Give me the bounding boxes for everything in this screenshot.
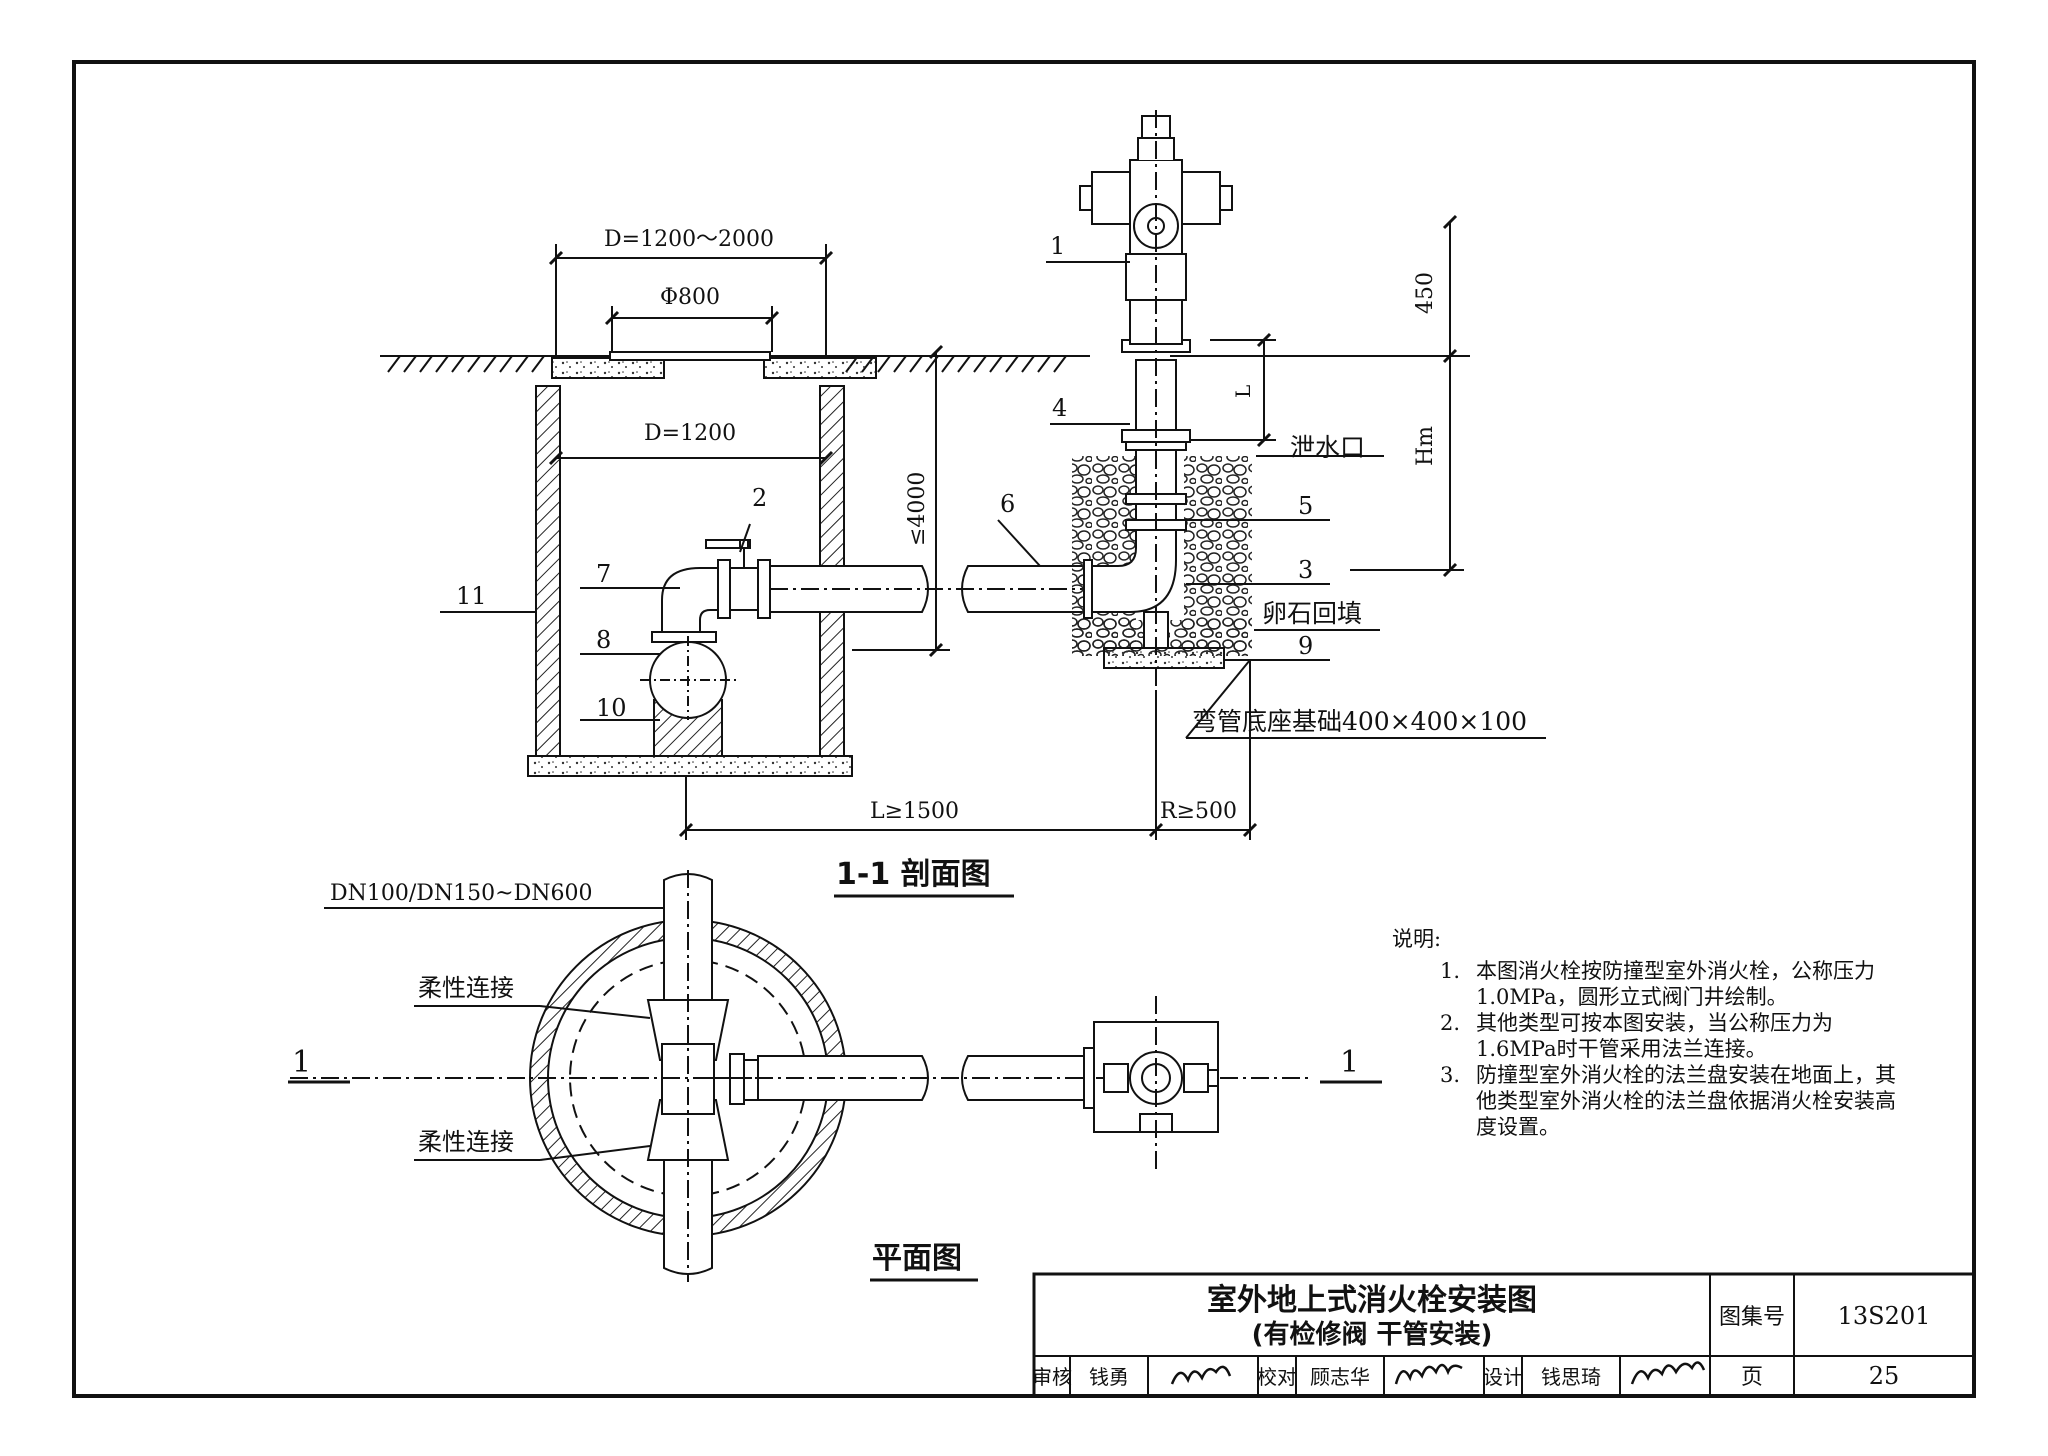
note-item: 1. 本图消火栓按防撞型室外消火栓，公称压力1.0MPa，圆形立式阀门井绘制。 — [1440, 958, 1912, 1010]
review-signature — [1170, 1365, 1232, 1385]
section-mark-left: 1 — [292, 1045, 311, 1080]
dim-radius: R≥500 — [1160, 799, 1237, 824]
note-text: 防撞型室外消火栓的法兰盘安装在地面上，其他类型室外消火栓的法兰盘依据消火栓安装高… — [1476, 1063, 1896, 1139]
leader-lines — [440, 261, 1546, 739]
ground-line — [380, 355, 1470, 373]
callout-5: 5 — [1298, 492, 1313, 520]
dim-max-depth: ≤4000 — [905, 472, 930, 546]
design-signature — [1630, 1361, 1706, 1385]
callout-1: 1 — [1050, 232, 1065, 260]
dim-pipe-length: L≥1500 — [870, 799, 959, 824]
check-signature — [1394, 1363, 1463, 1385]
note-number: 1. — [1440, 959, 1461, 983]
dim-height-above: 450 — [1413, 272, 1438, 314]
dim-l-mark: L — [1231, 385, 1255, 398]
drawing-title: 室外地上式消火栓安装图 — [1207, 1283, 1537, 1318]
dim-cover: Φ800 — [660, 285, 720, 310]
plan-hydrant — [1083, 996, 1219, 1170]
plan-vertical-pipe — [646, 870, 730, 1282]
callout-8: 8 — [596, 626, 611, 654]
notes-panel: 说明: 1. 本图消火栓按防撞型室外消火栓，公称压力1.0MPa，圆形立式阀门井… — [1392, 926, 1912, 1140]
pebble-backfill — [1072, 456, 1252, 669]
note-text: 其他类型可按本图安装，当公称压力为1.6MPa时干管采用法兰连接。 — [1476, 1011, 1833, 1061]
callout-2: 2 — [752, 484, 767, 512]
hydrant-riser — [1079, 110, 1233, 690]
design-name: 钱思琦 — [1541, 1365, 1601, 1389]
section-view: D=1200～2000 Φ800 D=1200 ≤4000 450 Hm L L… — [380, 110, 1546, 898]
main-pipe — [769, 565, 1091, 613]
callout-4: 4 — [1052, 394, 1067, 422]
callout-10: 10 — [596, 694, 627, 722]
label-base: 弯管底座基础400×400×100 — [1192, 707, 1527, 736]
sheet-frame — [72, 60, 1976, 1398]
label-backfill: 卵石回填 — [1262, 599, 1362, 628]
plan-flex-joint-bottom: 柔性连接 — [418, 1128, 514, 1156]
check-label: 校对 — [1257, 1365, 1297, 1389]
plan-flex-joint-top: 柔性连接 — [418, 974, 514, 1002]
title-block — [1032, 1272, 1976, 1398]
check-name: 顾志华 — [1310, 1365, 1370, 1389]
section-mark-right: 1 — [1340, 1045, 1359, 1080]
plan-leaders — [324, 907, 664, 1161]
plan-title: 平面图 — [872, 1241, 962, 1276]
callout-3: 3 — [1298, 556, 1313, 584]
gate-valve-assembly — [640, 539, 771, 720]
callout-9: 9 — [1298, 632, 1313, 660]
dimension-ticks — [548, 214, 1458, 838]
atlas-label: 图集号 — [1719, 1305, 1785, 1330]
atlas-number: 13S201 — [1838, 1302, 1931, 1330]
note-number: 3. — [1440, 1063, 1461, 1087]
design-label: 设计 — [1483, 1365, 1523, 1389]
plan-view: 1 1 DN100/DN150~DN600 柔性连接 柔性连接 平面图 — [288, 870, 1382, 1282]
page-number: 25 — [1869, 1362, 1900, 1390]
review-name: 钱勇 — [1089, 1365, 1129, 1389]
section-title: 1-1 剖面图 — [836, 857, 991, 892]
dim-height-below: Hm — [1413, 426, 1438, 466]
callout-11: 11 — [456, 582, 487, 610]
callout-7: 7 — [596, 560, 611, 588]
callout-6: 6 — [1000, 490, 1015, 518]
page-label: 页 — [1741, 1365, 1763, 1390]
notes-heading: 说明: — [1392, 927, 1442, 951]
note-item: 3. 防撞型室外消火栓的法兰盘安装在地面上，其他类型室外消火栓的法兰盘依据消火栓… — [1440, 1062, 1912, 1140]
dim-inner-diameter: D=1200 — [644, 421, 736, 446]
note-text: 本图消火栓按防撞型室外消火栓，公称压力1.0MPa，圆形立式阀门井绘制。 — [1476, 959, 1875, 1009]
review-label: 审核 — [1032, 1365, 1072, 1389]
note-number: 2. — [1440, 1011, 1461, 1035]
plan-pipe-spec: DN100/DN150~DN600 — [330, 881, 593, 906]
note-item: 2. 其他类型可按本图安装，当公称压力为1.6MPa时干管采用法兰连接。 — [1440, 1010, 1912, 1062]
dim-outer-diameter: D=1200～2000 — [604, 227, 774, 252]
drawing-subtitle: (有检修阀 干管安装) — [1252, 1319, 1493, 1350]
label-drain: 泄水口 — [1290, 433, 1365, 462]
